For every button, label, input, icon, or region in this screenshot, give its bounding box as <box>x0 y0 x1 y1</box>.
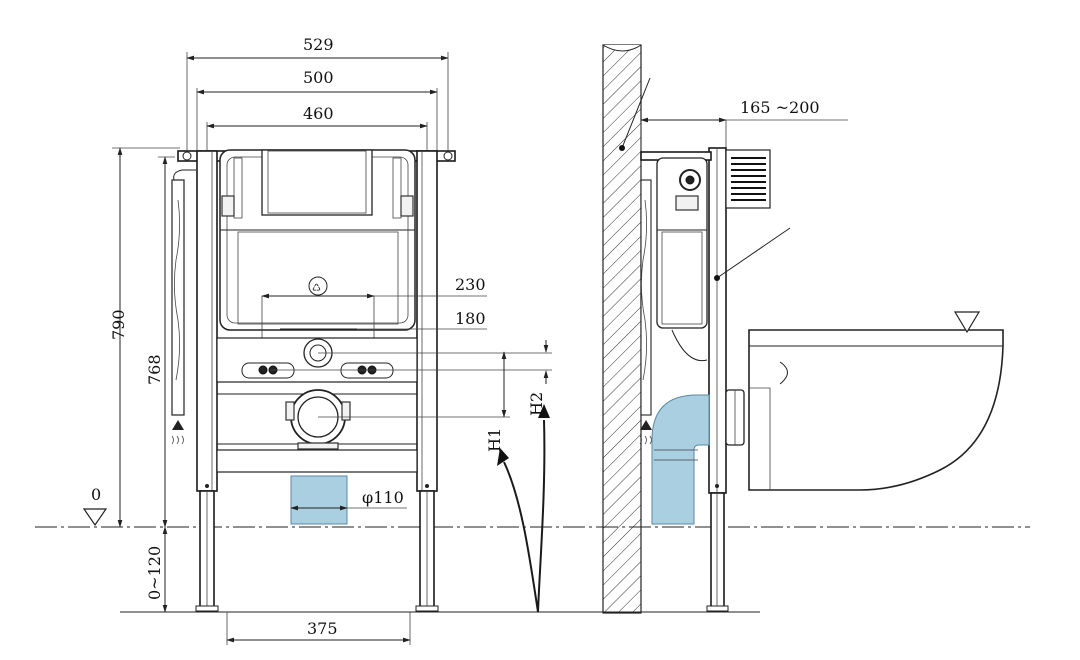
toilet-bowl <box>748 311 1004 491</box>
dim-165-200-label: 165 ~200 <box>740 98 820 117</box>
dim-0-120: 0~120 <box>145 526 168 613</box>
wall-section <box>602 44 651 614</box>
frame-side <box>640 147 791 612</box>
dim-768-label: 768 <box>145 354 164 385</box>
floor-level-marker: 0 <box>82 485 108 527</box>
dim-790: 790 <box>109 147 180 528</box>
drain-pipe: φ110 <box>290 475 407 525</box>
dim-500: 500 <box>196 68 438 150</box>
water-supply-hose-side <box>639 179 652 445</box>
dim-460: 460 <box>206 104 428 150</box>
mounting-plate <box>216 337 418 383</box>
dim-500-label: 500 <box>303 68 334 87</box>
dim-230-label: 230 <box>455 275 486 294</box>
cistern-side <box>656 157 708 362</box>
dim-h1-h2: H1 H2 <box>270 340 552 613</box>
water-supply-hose <box>171 169 196 445</box>
front-view: 529 500 460 790 768 0~120 <box>109 35 552 645</box>
dim-768: 768 <box>145 156 175 528</box>
dim-0-120-label: 0~120 <box>145 546 164 600</box>
flush-plate <box>725 149 771 209</box>
dim-180-label: 180 <box>455 309 486 328</box>
adjustable-legs <box>195 490 439 612</box>
dim-drain-label: φ110 <box>362 488 404 507</box>
dim-529: 529 <box>186 35 449 150</box>
dim-375: 375 <box>226 612 411 645</box>
dim-375-label: 375 <box>307 619 338 638</box>
dim-460-label: 460 <box>303 104 334 123</box>
drain-connector <box>285 389 351 450</box>
drain-pipe-side <box>651 389 745 525</box>
dim-790-label: 790 <box>109 309 128 340</box>
label-h1: H1 <box>485 428 504 452</box>
dim-180: 180 <box>280 309 487 330</box>
dim-165-200: 165 ~200 <box>640 98 848 150</box>
dim-529-label: 529 <box>303 35 334 54</box>
label-h2: H2 <box>527 392 546 416</box>
cistern: ♺ <box>219 149 416 331</box>
side-view: 165 ~200 <box>602 44 1004 614</box>
floor-level-label: 0 <box>91 485 101 504</box>
svg-text:♺: ♺ <box>312 283 321 294</box>
